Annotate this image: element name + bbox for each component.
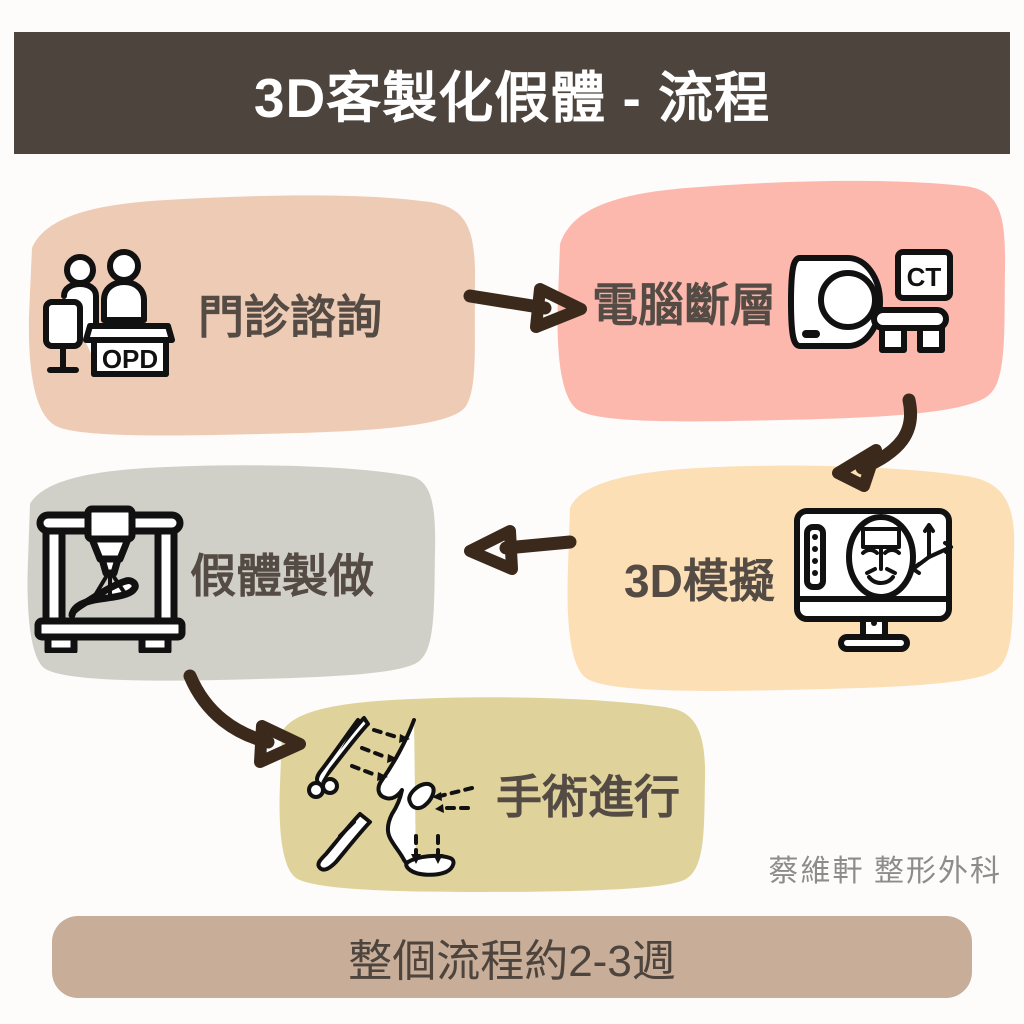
flow-step-opd[interactable]: OPD 門診諮詢 — [26, 190, 478, 438]
step-box-shape-ct — [557, 180, 1006, 422]
3d-printer-icon — [30, 493, 190, 653]
arrow-sim3d-to-implant — [464, 525, 577, 575]
step-box-shape-surgery — [279, 697, 706, 892]
flow-step-implant[interactable]: 假體製做 — [26, 462, 438, 684]
monitor-face-3d-icon — [789, 503, 959, 653]
clinic-signature: 蔡維軒 整形外科 — [768, 855, 1002, 888]
footer-duration-text: 整個流程約2-3週 — [348, 937, 676, 986]
ct-scanner-icon: CT — [786, 242, 954, 362]
opd-badge-text: OPD — [102, 344, 158, 374]
flow-step-sim3d[interactable]: 3D模擬 — [566, 462, 1018, 694]
flow-step-label-ct: 電腦斷層 — [592, 279, 776, 331]
flow-step-surgery[interactable]: 手術進行 — [278, 694, 708, 894]
flow-step-label-opd: 門診諮詢 — [198, 291, 382, 343]
page-title: 3D客製化假體 - 流程 — [253, 67, 771, 129]
title-bar: 3D客製化假體 - 流程 — [14, 32, 1010, 154]
surgery-instruments-icon — [296, 704, 496, 884]
opd-desk-icon: OPD — [38, 244, 198, 384]
flow-step-label-surgery: 手術進行 — [496, 771, 680, 823]
footer-duration-bar: 整個流程約2-3週 — [52, 916, 972, 998]
flow-step-label-implant: 假體製做 — [190, 550, 374, 602]
flow-step-label-sim3d: 3D模擬 — [624, 555, 775, 607]
flow-step-ct[interactable]: 電腦斷層 — [556, 178, 1008, 426]
ct-badge-text: CT — [907, 262, 942, 292]
